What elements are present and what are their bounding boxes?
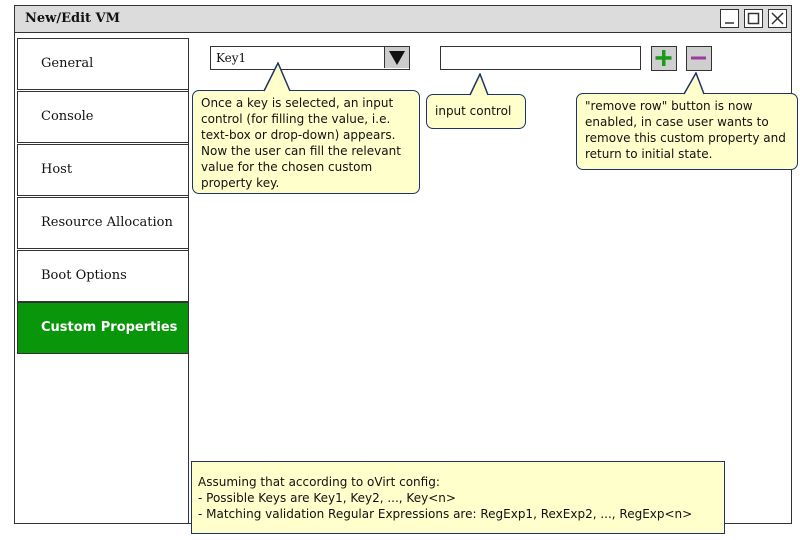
- sidebar-item-label: Host: [41, 162, 73, 177]
- sidebar-item-label: Console: [41, 109, 94, 124]
- callout-tail: [263, 62, 291, 92]
- key-select-callout: Once a key is selected, an input control…: [192, 90, 420, 194]
- dropdown-arrow-button[interactable]: [384, 47, 409, 68]
- sidebar-item-general[interactable]: General: [17, 38, 189, 90]
- config-note-line: - Possible Keys are Key1, Key2, ..., Key…: [198, 491, 456, 505]
- sidebar-item-label: General: [41, 56, 94, 71]
- sidebar-item-label: Resource Allocation: [41, 215, 173, 230]
- input-control-callout: input control: [426, 94, 526, 129]
- minimize-icon: [725, 22, 734, 24]
- config-note-line: - Matching validation Regular Expression…: [198, 507, 693, 521]
- input-control-callout-text: input control: [435, 104, 512, 118]
- key-select-value: Key1: [216, 51, 247, 65]
- window-title: New/Edit VM: [25, 11, 121, 26]
- sidebar-item-boot-options[interactable]: Boot Options: [17, 250, 189, 302]
- minus-icon: [691, 56, 706, 60]
- sidebar-item-label: Boot Options: [41, 268, 127, 283]
- title-bar: New/Edit VM: [15, 6, 791, 33]
- triangle-down-icon: [389, 51, 405, 65]
- plus-icon: [655, 50, 672, 66]
- key-select-callout-text: Once a key is selected, an input control…: [201, 96, 401, 190]
- close-icon: [771, 12, 784, 25]
- vm-dialog-window: New/Edit VM General Console Host: [14, 5, 792, 524]
- config-note-line: Assuming that according to oVirt config:: [198, 475, 440, 489]
- callout-tail: [469, 73, 489, 96]
- sidebar-item-host[interactable]: Host: [17, 144, 189, 196]
- sidebar-item-resource-allocation[interactable]: Resource Allocation: [17, 197, 189, 249]
- sidebar-item-console[interactable]: Console: [17, 91, 189, 143]
- sidebar-item-label: Custom Properties: [41, 320, 178, 335]
- maximize-button[interactable]: [744, 9, 763, 28]
- remove-row-callout-text: "remove row" button is now enabled, in c…: [585, 99, 786, 161]
- custom-properties-panel: [188, 38, 788, 524]
- key-select[interactable]: Key1: [210, 46, 410, 70]
- value-input[interactable]: [440, 46, 641, 70]
- config-note: Assuming that according to oVirt config:…: [191, 461, 725, 534]
- add-row-button[interactable]: [651, 46, 677, 71]
- sidebar-item-custom-properties[interactable]: Custom Properties: [17, 302, 189, 354]
- remove-row-callout: "remove row" button is now enabled, in c…: [576, 93, 798, 170]
- close-button[interactable]: [768, 9, 787, 28]
- minimize-button[interactable]: [720, 9, 739, 28]
- callout-tail: [683, 72, 705, 95]
- maximize-icon: [747, 12, 760, 25]
- remove-row-button[interactable]: [686, 46, 712, 71]
